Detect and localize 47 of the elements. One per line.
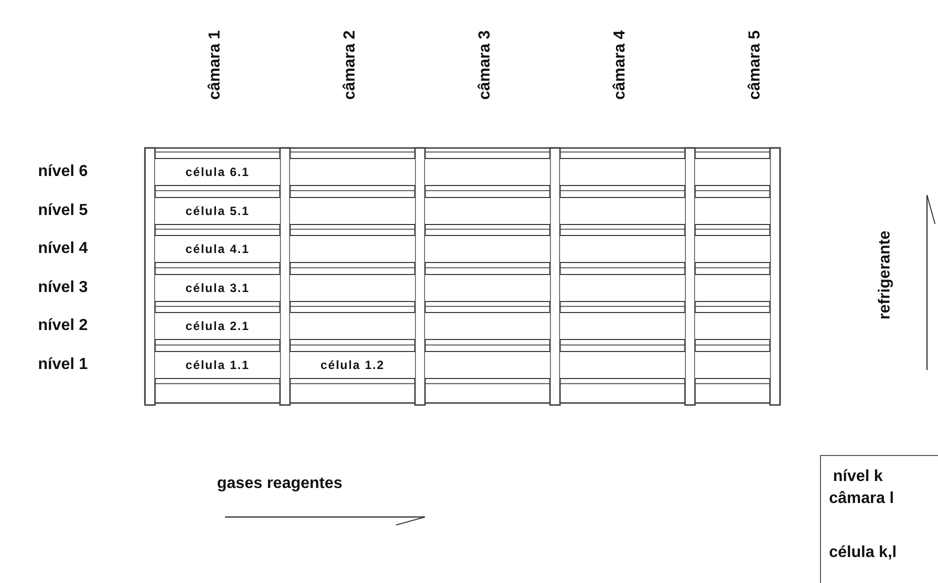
legend-box	[820, 455, 938, 583]
shelf-cell	[695, 312, 770, 340]
row-label: nível 6	[38, 163, 88, 181]
shelf-cell	[425, 158, 550, 186]
shelf-cell	[560, 158, 685, 186]
flow-label: refrigerante	[876, 230, 894, 320]
column-label: câmara 5	[746, 30, 764, 100]
shelf-cell	[425, 274, 550, 302]
shelf-cell	[425, 196, 550, 225]
row-label: nível 2	[38, 317, 88, 336]
shelf-cell: célula 1.1	[155, 351, 280, 379]
legend-text: câmara l	[829, 490, 894, 508]
column-label: câmara 1	[206, 30, 224, 100]
flow-label: gases reagentes	[217, 475, 342, 493]
legend-text: nível k	[833, 468, 883, 486]
column-label: câmara 4	[611, 30, 630, 100]
shelf-cell	[695, 196, 770, 225]
shelf-cell: célula 3.1	[155, 274, 280, 302]
shelf-cell	[560, 312, 685, 340]
shelf-cell: célula 6.1	[155, 158, 280, 186]
shelf-cell	[560, 196, 685, 225]
shelf-cell: célula 1.2	[290, 351, 415, 379]
shelf-cell: célula 4.1	[155, 235, 280, 264]
row-label: nível 5	[38, 202, 88, 220]
shelf-cell	[290, 158, 415, 186]
shelf-cell	[695, 274, 770, 302]
column-label: câmara 2	[341, 30, 360, 100]
row-label: nível 3	[38, 278, 88, 297]
shelf-cell	[290, 196, 415, 225]
shelf-cell	[425, 235, 550, 264]
shelf-cell	[290, 312, 415, 340]
shelf-cell	[695, 235, 770, 264]
shelf-cell	[560, 274, 685, 302]
shelf-cell	[290, 274, 415, 302]
shelf-cell	[560, 351, 685, 379]
row-label: nível 4	[38, 240, 88, 258]
column-label: câmara 3	[476, 30, 494, 100]
shelf-cell	[425, 351, 550, 379]
row-label: nível 1	[38, 356, 88, 374]
shelf-cell	[290, 235, 415, 264]
shelf-cell: célula 5.1	[155, 196, 280, 225]
shelf-cell	[695, 158, 770, 186]
legend-text: célula k,l	[829, 544, 897, 562]
shelf-cell	[695, 351, 770, 379]
shelf-cell: célula 2.1	[155, 312, 280, 340]
shelf-cell	[425, 312, 550, 340]
shelf-cell	[560, 235, 685, 264]
